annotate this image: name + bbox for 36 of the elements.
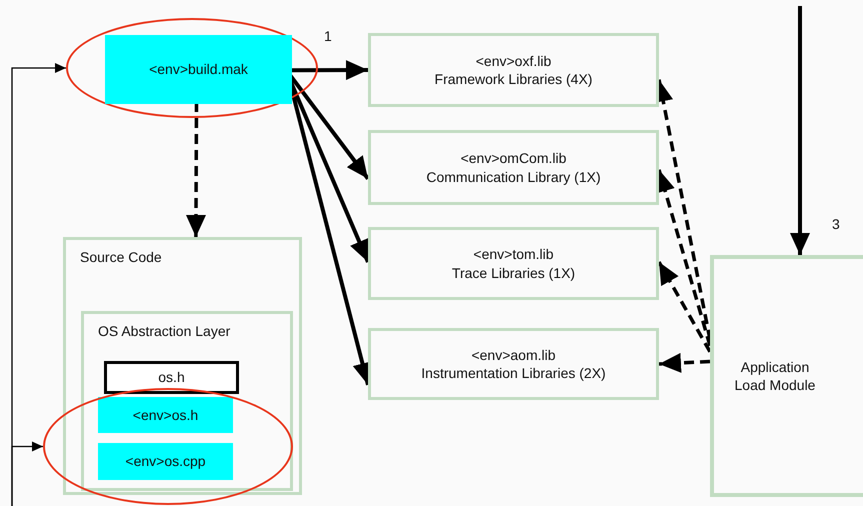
node-label: <env>oxf.lib (476, 52, 552, 70)
group-box (81, 311, 293, 491)
dashed-arrow (186, 102, 206, 237)
node-label: Instrumentation Libraries (2X) (421, 364, 606, 382)
node-label: <env>tom.lib (473, 245, 554, 264)
node-label: <env>os.h (132, 406, 198, 424)
group-title: OS Abstraction Layer (98, 322, 232, 340)
group-title: Source Code (80, 248, 163, 266)
dashed-arrow (658, 352, 710, 373)
edge-label: 1 (322, 28, 334, 44)
header-box (104, 361, 239, 394)
highlight-ellipse (66, 18, 318, 118)
group-box (63, 237, 302, 495)
node-label: Trace Libraries (1X) (452, 264, 576, 282)
dashed-arrow (657, 261, 712, 353)
file-box (98, 397, 233, 433)
file-box (105, 35, 292, 104)
node-label: Application Load Module (734, 358, 816, 394)
node-label: <env>aom.lib (471, 346, 556, 364)
file-box (98, 443, 233, 480)
library-box (368, 33, 659, 107)
module-box (710, 255, 863, 497)
library-box (368, 328, 659, 400)
node-label: <env>os.cpp (125, 452, 206, 471)
arrow (790, 6, 810, 255)
node-label: Framework Libraries (4X) (434, 70, 592, 88)
arrow (11, 442, 43, 506)
node-label: Communication Library (1X) (426, 168, 601, 186)
node-label: os.h (158, 368, 185, 387)
highlight-ellipse (43, 388, 293, 505)
arrow (290, 60, 368, 80)
library-box (368, 227, 659, 300)
edge-label: 3 (830, 216, 842, 232)
library-box (368, 130, 659, 205)
node-label: <env>omCom.lib (460, 149, 566, 168)
node-label: <env>build.mak (149, 60, 248, 79)
